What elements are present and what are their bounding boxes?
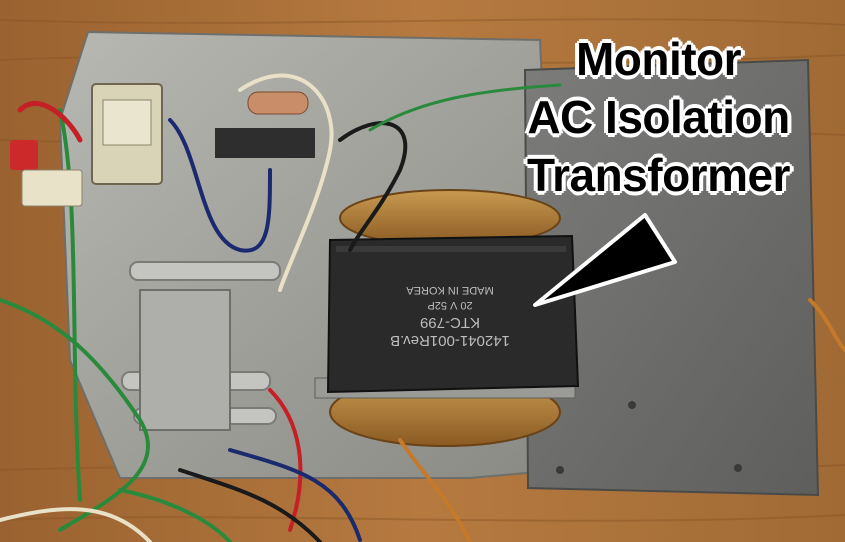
terminal-block — [139, 289, 231, 431]
callout-line2: AC Isolation — [527, 91, 790, 143]
line-filter-label — [102, 99, 152, 146]
transformer-label: 142041-001Rev.B KTC-799 20 V 52P MADE IN… — [390, 284, 510, 349]
white-connector — [21, 169, 83, 207]
callout-line3: Transformer — [527, 149, 790, 201]
transformer-label-line3: 20 V 52P — [427, 299, 472, 311]
transformer-label-line4: MADE IN KOREA — [406, 284, 494, 296]
transformer-label-line1: 142041-001Rev.B — [390, 332, 510, 349]
callout-arrow — [533, 213, 677, 307]
red-connector — [10, 140, 38, 170]
fuse-top — [247, 91, 309, 115]
wires — [0, 73, 845, 542]
terminal-strip — [215, 128, 315, 158]
transformer-label-line2: KTC-799 — [420, 314, 480, 331]
cover-screws — [556, 401, 742, 474]
callout-text: Monitor AC Isolation Transformer — [486, 30, 831, 204]
callout-line1: Monitor — [575, 33, 742, 85]
transformer-core — [326, 234, 580, 394]
